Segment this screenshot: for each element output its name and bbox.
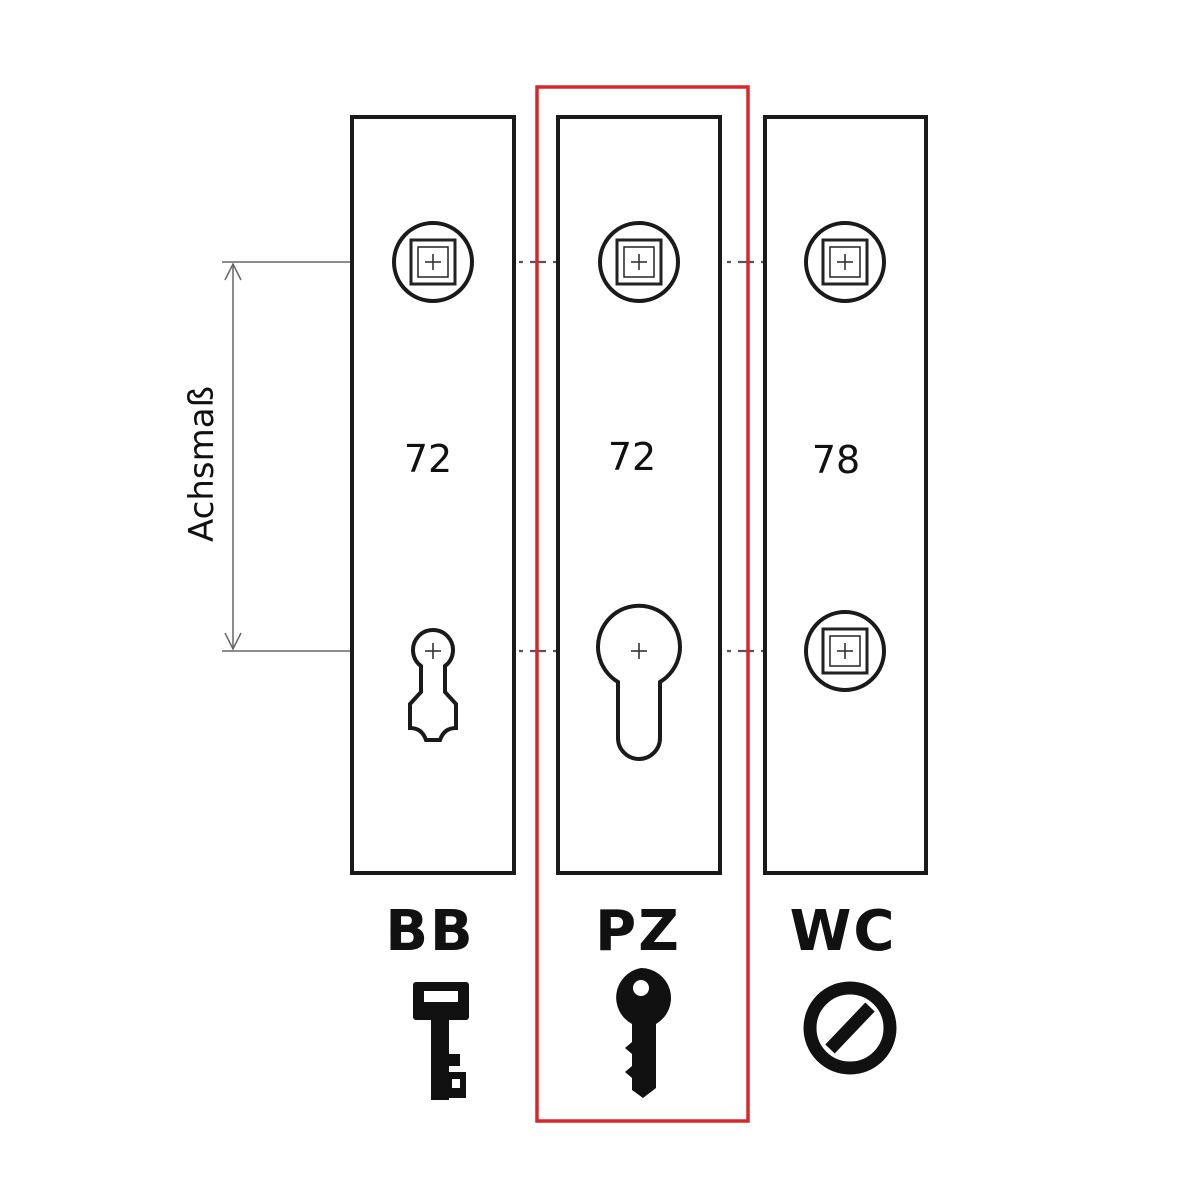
handle-rose-hole (598, 221, 680, 303)
type-label-pz: PZ (595, 899, 681, 964)
cylinder-key-icon (616, 968, 672, 1098)
dimension-arrow-bottom (224, 632, 242, 651)
spacing-value: 72 (608, 435, 656, 479)
pz-highlight-frame (535, 85, 750, 1123)
keyhole (408, 628, 458, 742)
axis-dimension: Achsmaß (182, 261, 352, 652)
plate-bb: 72 (350, 115, 516, 875)
bit-key-icon (413, 982, 469, 1100)
plate-pz: 72 (556, 115, 722, 875)
wc-rose-hole (804, 610, 886, 692)
type-label-bb: BB (385, 899, 474, 964)
wc-lock-icon (803, 981, 897, 1075)
spacing-value: 72 (404, 437, 452, 481)
spacing-value: 78 (812, 438, 860, 482)
plate-wc: 78 (763, 115, 928, 875)
axis-label: Achsmaß (182, 386, 222, 542)
type-label-wc: WC (790, 899, 897, 964)
handle-rose-hole (804, 221, 886, 303)
handle-rose-hole (392, 221, 474, 303)
dimension-arrow-top (224, 262, 242, 281)
profile-cylinder-hole (596, 603, 682, 761)
